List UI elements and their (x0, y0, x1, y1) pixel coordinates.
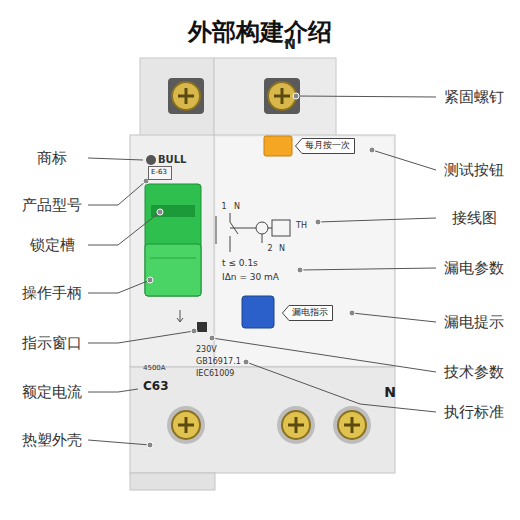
screw (268, 82, 296, 110)
handle-front (145, 244, 201, 296)
rating-text: C63 (143, 380, 169, 392)
leader-lines (88, 96, 436, 445)
top-block (214, 58, 336, 138)
spec-text: GB16917.1 (196, 358, 241, 366)
screw (172, 411, 200, 439)
screw-cross (178, 88, 194, 104)
screw (172, 82, 200, 110)
callout-label: 接线图 (452, 211, 497, 226)
indicator-arrow (177, 310, 183, 322)
model-plate: E-63 (148, 166, 172, 180)
pin-label: TH (296, 222, 307, 230)
screw-cross (178, 417, 194, 433)
leader-dots (143, 93, 375, 448)
callout-label: 指示窗口 (22, 336, 82, 351)
pin-label: 1 (221, 203, 226, 211)
screw-cross (344, 417, 360, 433)
node-text: 每月按一次 (295, 138, 355, 153)
pin-label: N (279, 245, 285, 253)
screw-recess (277, 406, 315, 444)
spec-text: t ≤ 0.1s (222, 259, 258, 268)
right-module (216, 137, 393, 365)
screw-recess (167, 406, 205, 444)
callout-label: 执行标准 (444, 405, 504, 420)
terminal-mark: N (284, 37, 296, 51)
screw-recess (333, 406, 371, 444)
callout-label: 漏电提示 (444, 315, 504, 330)
bottom-foot (130, 473, 215, 490)
callout-label: 商标 (37, 151, 67, 166)
screw-cross (288, 417, 304, 433)
indicator-window (197, 322, 207, 332)
node-text: E-63 (148, 166, 172, 179)
spec-text: IEC61009 (196, 370, 234, 378)
callout-label: 锁定槽 (30, 238, 75, 253)
callout-label: 额定电流 (22, 385, 82, 400)
handle-rib (150, 258, 196, 259)
screw (282, 411, 310, 439)
bottom-block (130, 367, 395, 473)
callout-label: 热塑外壳 (22, 433, 82, 448)
spec-text: 4500A (143, 365, 166, 372)
tag-label: 每月按一次 (295, 138, 355, 154)
callout-label: 操作手柄 (22, 286, 82, 301)
screw-recess (264, 78, 300, 114)
pin-label: N (234, 203, 240, 211)
tag-label: 漏电指示 (282, 305, 333, 321)
test-button (264, 136, 292, 156)
main-body (130, 135, 395, 367)
screw-recess (168, 78, 204, 114)
spec-text: IΔn = 30 mA (222, 273, 279, 282)
callout-label: 测试按钮 (444, 163, 504, 178)
pin-label: 2 (267, 245, 272, 253)
brand-text: BULL (158, 155, 187, 165)
screw-cross (274, 88, 290, 104)
wiring-diagram (216, 213, 290, 252)
callout-label: 产品型号 (22, 198, 82, 213)
callout-label: 技术参数 (444, 365, 504, 380)
leak-indicator-button (242, 296, 274, 328)
callout-label: 漏电参数 (444, 261, 504, 276)
title: 外部构建介绍 (188, 20, 332, 44)
spec-text: 230V (196, 346, 217, 354)
terminal-mark: N (384, 385, 396, 399)
logo-mark (146, 155, 156, 165)
top-block (140, 58, 214, 138)
operating-handle (145, 184, 201, 296)
callout-label: 紧固螺钉 (444, 90, 504, 105)
lock-slot (151, 205, 195, 217)
screw (338, 411, 366, 439)
node-text: 漏电指示 (282, 305, 333, 320)
